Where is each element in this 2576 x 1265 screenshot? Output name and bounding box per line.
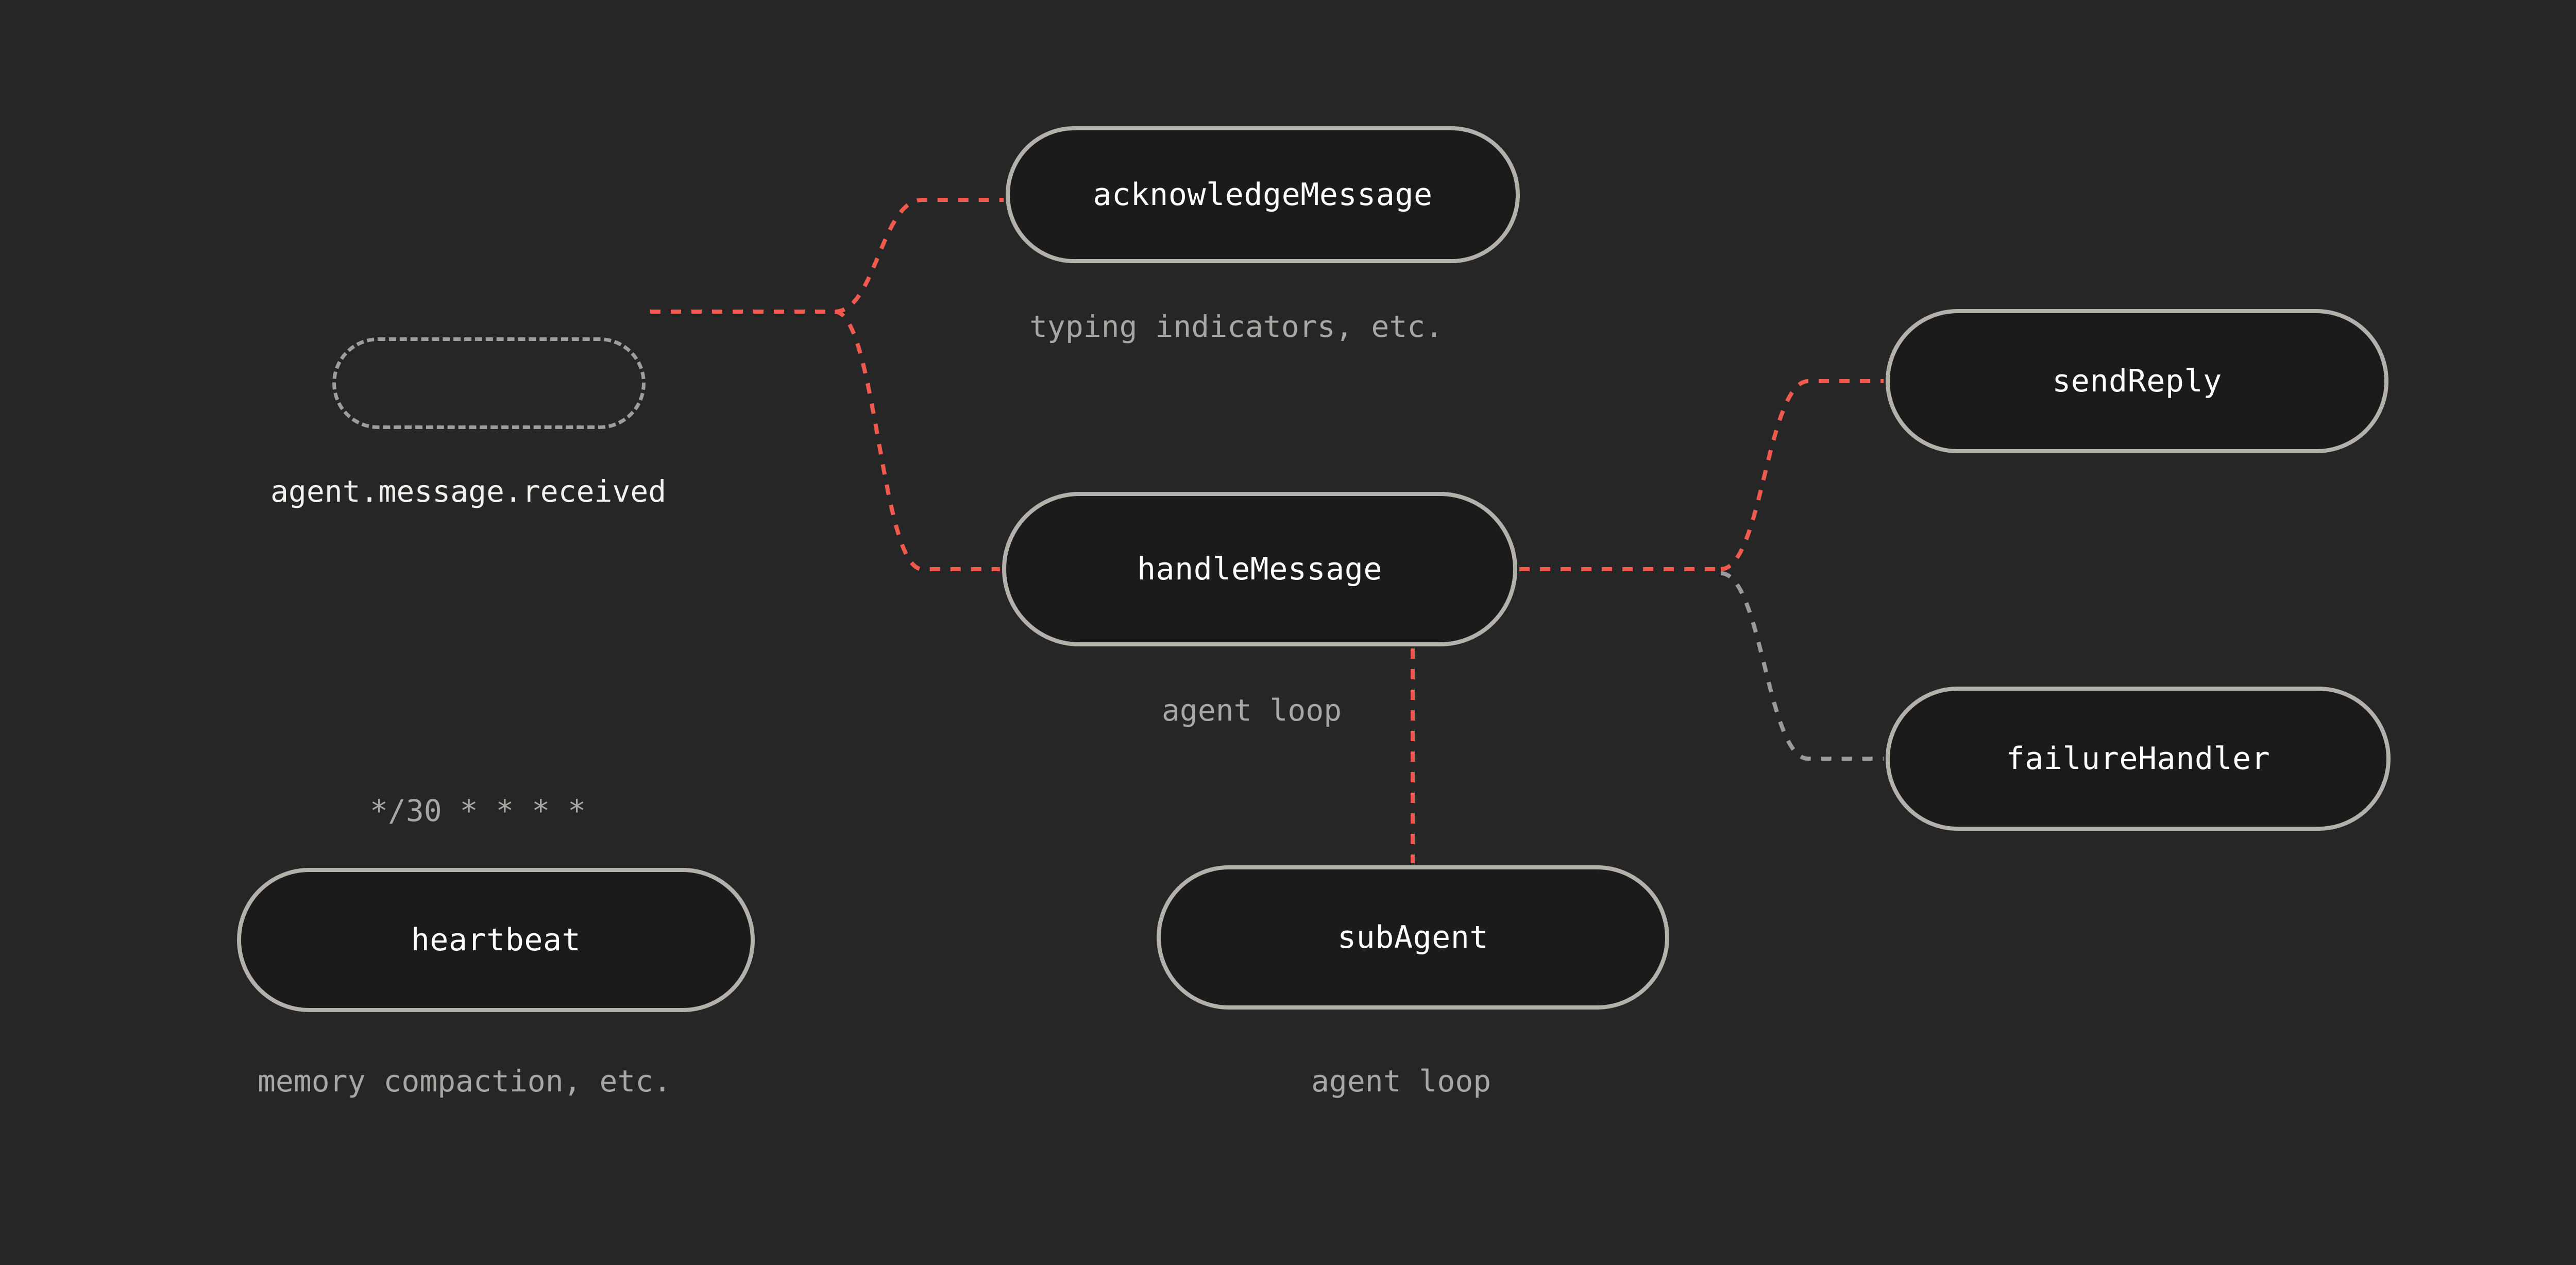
node-send-reply[interactable]: sendReply (1886, 309, 2388, 453)
heartbeat-caption: memory compaction, etc. (258, 1064, 672, 1099)
edge-branch-to-handleMessage (834, 310, 1000, 571)
node-failure-handler[interactable]: failureHandler (1886, 687, 2391, 831)
node-label: subAgent (1337, 919, 1488, 955)
sub-agent-caption: agent loop (1311, 1064, 1492, 1099)
node-handle-message[interactable]: handleMessage (1002, 492, 1517, 646)
edge-handleMessage-to-failureHandler (1720, 571, 1884, 761)
node-label: sendReply (2052, 363, 2222, 399)
node-label: heartbeat (411, 922, 581, 958)
heartbeat-cron-label: */30 * * * * (370, 793, 586, 828)
node-sub-agent[interactable]: subAgent (1157, 865, 1669, 1010)
edge-branch-to-acknowledgeMessage (834, 198, 1004, 314)
node-acknowledge-message[interactable]: acknowledgeMessage (1006, 126, 1520, 263)
node-heartbeat[interactable]: heartbeat (237, 868, 755, 1012)
node-start-placeholder[interactable] (332, 337, 646, 429)
node-label: acknowledgeMessage (1093, 177, 1433, 213)
handle-message-caption: agent loop (1162, 693, 1342, 728)
edge-handleMessage-to-sendReply (1720, 379, 1884, 571)
node-label: handleMessage (1137, 551, 1383, 587)
node-label: failureHandler (2006, 741, 2270, 777)
acknowledge-message-caption: typing indicators, etc. (1029, 309, 1444, 344)
start-trigger-label: agent.message.received (270, 474, 667, 509)
